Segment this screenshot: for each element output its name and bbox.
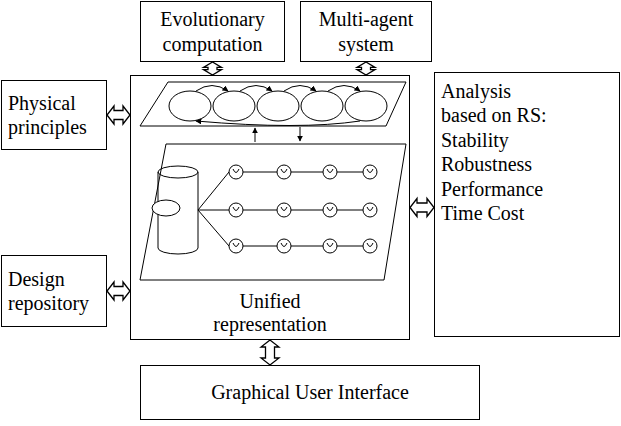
network-node [277, 203, 291, 217]
database-tag [152, 200, 180, 216]
network-link [243, 210, 277, 211]
network-node [363, 203, 377, 217]
network-plane [140, 144, 406, 280]
interaction-arrow [240, 86, 272, 92]
node-glyph [281, 169, 287, 173]
node-glyph [327, 169, 333, 173]
node-glyph [281, 207, 287, 211]
knowledge-box: Design repository [1, 255, 107, 327]
box-label: Physical principles [8, 91, 100, 140]
layer-link [255, 127, 300, 142]
box-list: Stability Robustness Performance Time Co… [441, 128, 543, 226]
interaction-arrow [196, 86, 228, 92]
network-node [363, 165, 377, 179]
knowledge-box: Physical principles [1, 80, 107, 150]
network-link [243, 172, 277, 173]
agent-plane [140, 82, 406, 126]
box-label: Multi-agent system [305, 7, 427, 56]
network-node [363, 239, 377, 253]
network-link [291, 246, 323, 247]
double-arrow [261, 340, 279, 365]
double-arrow [107, 106, 130, 124]
network-link [198, 172, 229, 210]
network-link [337, 172, 363, 173]
plane-outline [140, 82, 406, 126]
layer-arrow [255, 128, 256, 142]
node-glyph [327, 243, 333, 247]
interaction-arrow [284, 86, 316, 92]
network-node [323, 203, 337, 217]
agent-circle [213, 91, 255, 121]
network-link [198, 210, 229, 211]
network-node [229, 203, 243, 217]
node-glyph [367, 207, 373, 211]
double-arrow [410, 199, 434, 217]
agent-circle [345, 91, 387, 121]
network-link [337, 210, 363, 211]
node-glyph [367, 169, 373, 173]
network-node [229, 239, 243, 253]
agent-circle [301, 91, 343, 121]
double-arrow [357, 62, 375, 75]
node-glyph [281, 243, 287, 247]
box-label: Analysis based on RS: [441, 79, 559, 128]
network-node [323, 165, 337, 179]
representation-box: Unified representation [130, 75, 410, 340]
double-arrow [107, 282, 130, 300]
plane-outline [140, 144, 406, 280]
node-glyph [233, 243, 239, 247]
box-label: Evolutionary computation [145, 7, 280, 56]
agent-circle [169, 91, 211, 121]
interface-box: Graphical User Interface [140, 365, 480, 420]
network-link [198, 210, 229, 246]
network-node [229, 165, 243, 179]
node-glyph [233, 207, 239, 211]
network-link [291, 172, 323, 173]
method-box: Evolutionary computation [140, 1, 285, 62]
layer-arrow [300, 127, 301, 141]
database-top [158, 166, 198, 178]
network-link [291, 210, 323, 211]
node-glyph [233, 169, 239, 173]
box-label: Design repository [8, 267, 100, 316]
box-label: Graphical User Interface [211, 380, 409, 404]
node-glyph [327, 207, 333, 211]
double-arrow [204, 62, 222, 75]
box-label: Unified representation [195, 290, 345, 335]
interaction-arrow [328, 86, 360, 92]
agent-circle [257, 91, 299, 121]
network-node [277, 239, 291, 253]
network-node [323, 239, 337, 253]
analysis-box: Analysis based on RS:Stability Robustnes… [434, 72, 620, 337]
network-link [243, 246, 277, 247]
node-glyph [367, 243, 373, 247]
method-box: Multi-agent system [300, 1, 432, 62]
interaction-arrow [196, 121, 360, 126]
network-node [277, 165, 291, 179]
network-link [337, 246, 363, 247]
